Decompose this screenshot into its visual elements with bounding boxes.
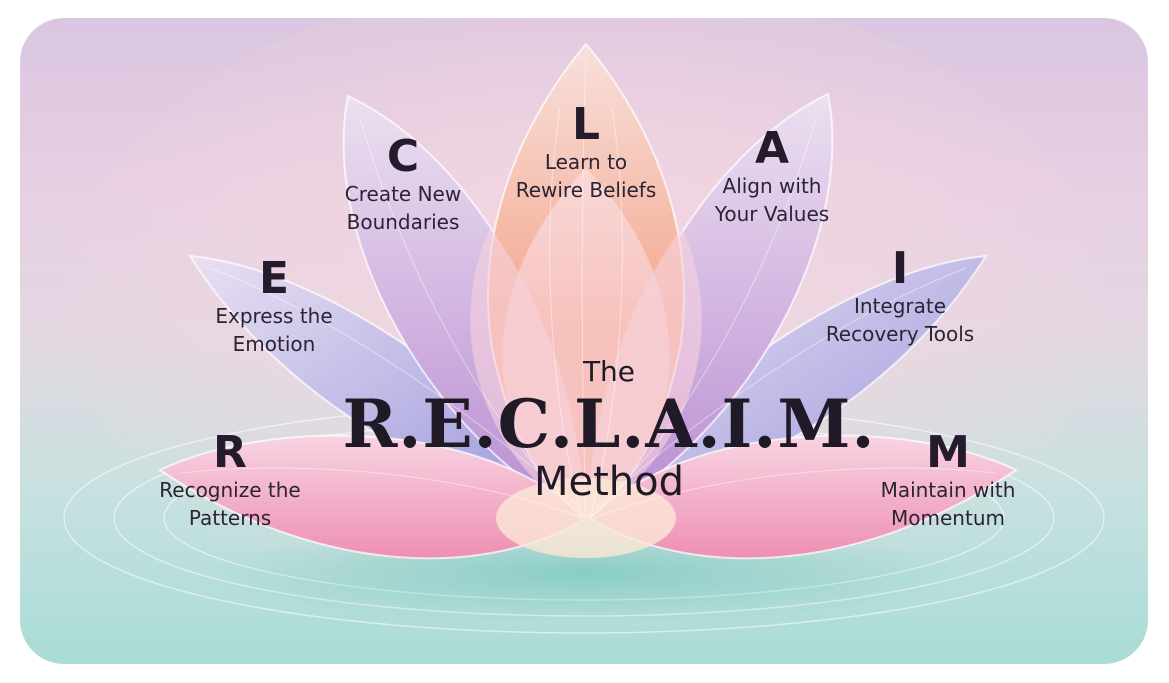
lotus-illustration [63,18,1105,638]
title-the: The [582,355,636,388]
step-e-line2: Emotion [232,332,316,356]
step-e: E Express the Emotion [164,256,384,358]
step-e-letter: E [258,253,290,304]
step-l-line1: Learn to [544,150,628,174]
step-m: M Maintain with Momentum [838,430,1058,532]
step-m-line2: Momentum [891,506,1005,530]
step-l-letter: L [571,99,601,150]
step-i-line1: Integrate [853,294,947,318]
step-m-line1: Maintain with [880,478,1016,502]
step-a-letter: A [754,123,790,174]
step-i-letter: I [891,243,909,294]
title-method: Method [533,459,685,505]
step-c-letter: C [386,131,420,182]
step-l-line2: Rewire Beliefs [515,178,657,202]
step-c-line1: Create New [344,182,462,206]
title-acronym: R.E.C.L.A.I.M. [342,385,876,463]
step-r-line2: Patterns [188,506,272,530]
step-r: R Recognize the Patterns [120,430,340,532]
step-a-line1: Align with [722,174,822,198]
method-title: The R.E.C.L.A.I.M. Method [334,355,884,505]
step-c-line2: Boundaries [346,210,460,234]
step-e-line1: Express the [215,304,333,328]
step-r-line1: Recognize the [159,478,301,502]
step-r-letter: R [213,427,247,478]
step-a: A Align with Your Values [662,126,882,228]
step-a-line2: Your Values [714,202,830,226]
reclaim-diagram-card: R Recognize the Patterns E Express the E… [20,18,1148,664]
step-i-line2: Recovery Tools [825,322,975,346]
step-i: I Integrate Recovery Tools [790,246,1010,348]
step-m-letter: M [926,427,970,478]
step-l: L Learn to Rewire Beliefs [476,102,696,204]
step-c: C Create New Boundaries [293,134,513,236]
